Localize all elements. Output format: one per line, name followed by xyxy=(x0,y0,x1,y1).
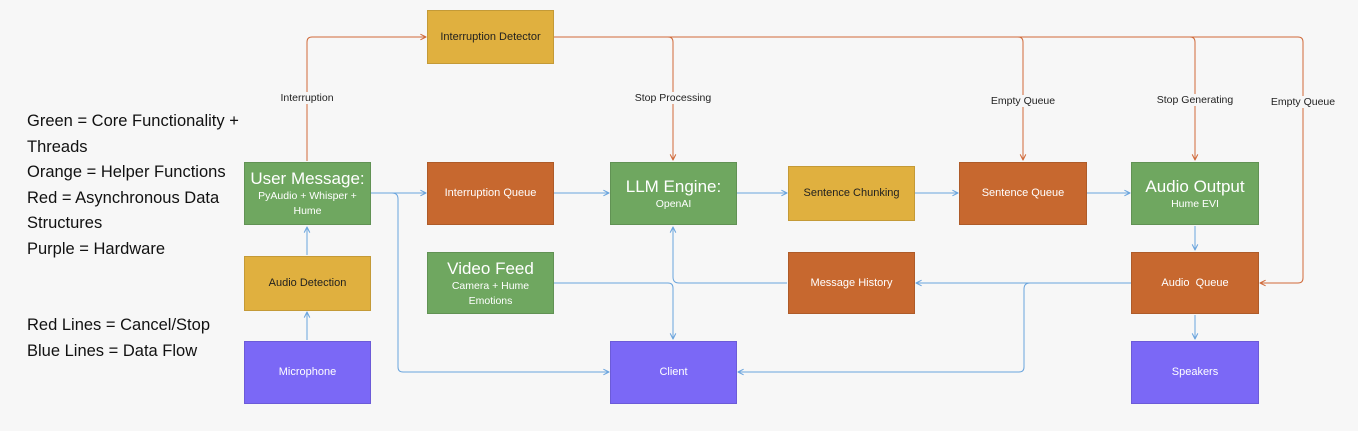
sentence-chunking-node: Sentence Chunking xyxy=(788,166,915,221)
legend-line: Green = Core Functionality + xyxy=(27,112,239,130)
user-message-node: User Message: PyAudio + Whisper + Hume xyxy=(244,162,371,225)
node-subtitle: Camera + Hume Emotions xyxy=(451,279,530,307)
legend-line: Orange = Helper Functions xyxy=(27,163,226,181)
audio-queue-node: Audio Queue xyxy=(1131,252,1259,314)
edge-label-empty-queue: Empty Queue xyxy=(988,95,1058,107)
interruption-detector-node: Interruption Detector xyxy=(427,10,554,64)
audio-output-node: Audio Output Hume EVI xyxy=(1131,162,1259,225)
legend-line: Red Lines = Cancel/Stop xyxy=(27,316,210,334)
node-title: Microphone xyxy=(278,366,337,378)
edge-detector-bus xyxy=(554,36,1304,43)
video-feed-node: Video Feed Camera + Hume Emotions xyxy=(427,252,554,314)
client-node: Client xyxy=(610,341,737,404)
microphone-node: Microphone xyxy=(244,341,371,404)
sentence-queue-node: Sentence Queue xyxy=(959,162,1087,225)
audio-detection-node: Audio Detection xyxy=(244,256,371,311)
node-title: Audio Detection xyxy=(268,277,347,289)
legend-line: Threads xyxy=(27,137,88,156)
edge-stop-processing xyxy=(667,36,673,160)
interruption-queue-node: Interruption Queue xyxy=(427,162,554,225)
edge-empty-sentence-queue xyxy=(1017,36,1023,160)
edge-label-interruption: Interruption xyxy=(278,92,336,104)
node-title: LLM Engine: xyxy=(625,176,722,196)
node-title: Client xyxy=(659,366,688,378)
edge-label-stop-processing: Stop Processing xyxy=(632,92,714,104)
node-title: Sentence Queue xyxy=(981,187,1065,199)
legend-line: Structures xyxy=(27,214,103,232)
edge-history-to-llm xyxy=(673,227,787,284)
node-title: Audio Queue xyxy=(1161,276,1229,289)
node-title: Speakers xyxy=(1171,366,1219,378)
speakers-node: Speakers xyxy=(1131,341,1259,404)
edge-video-to-client xyxy=(554,282,673,339)
edge-audio-queue-to-client xyxy=(738,282,1031,372)
edge-stop-generating xyxy=(1189,36,1195,160)
node-title: Message History xyxy=(810,276,893,289)
legend-line: Purple = Hardware xyxy=(27,239,166,258)
edge-user-to-client xyxy=(391,192,609,372)
edge-empty-audio-queue xyxy=(1260,42,1304,283)
node-title: Audio Output xyxy=(1145,176,1245,196)
message-history-node: Message History xyxy=(788,252,915,314)
node-subtitle: PyAudio + Whisper + Hume xyxy=(258,190,357,217)
legend-line: Red = Asynchronous Data xyxy=(27,188,220,207)
node-title: Video Feed xyxy=(447,258,534,278)
node-title: User Message: xyxy=(250,169,365,188)
edge-label-empty-queue-2: Empty Queue xyxy=(1268,96,1338,108)
node-subtitle: Hume EVI xyxy=(1171,197,1219,210)
legend-line: Blue Lines = Data Flow xyxy=(27,341,198,360)
node-title: Interruption Detector xyxy=(440,30,541,43)
color-legend: Green = Core Functionality + Threads Ora… xyxy=(27,109,239,262)
node-subtitle: OpenAI xyxy=(655,197,692,210)
node-title: Sentence Chunking xyxy=(803,187,900,199)
llm-engine-node: LLM Engine: OpenAI xyxy=(610,162,737,225)
edge-interruption xyxy=(306,37,426,161)
line-legend: Red Lines = Cancel/Stop Blue Lines = Dat… xyxy=(27,313,210,364)
node-title: Interruption Queue xyxy=(444,187,537,199)
edge-label-stop-generating: Stop Generating xyxy=(1154,94,1236,106)
